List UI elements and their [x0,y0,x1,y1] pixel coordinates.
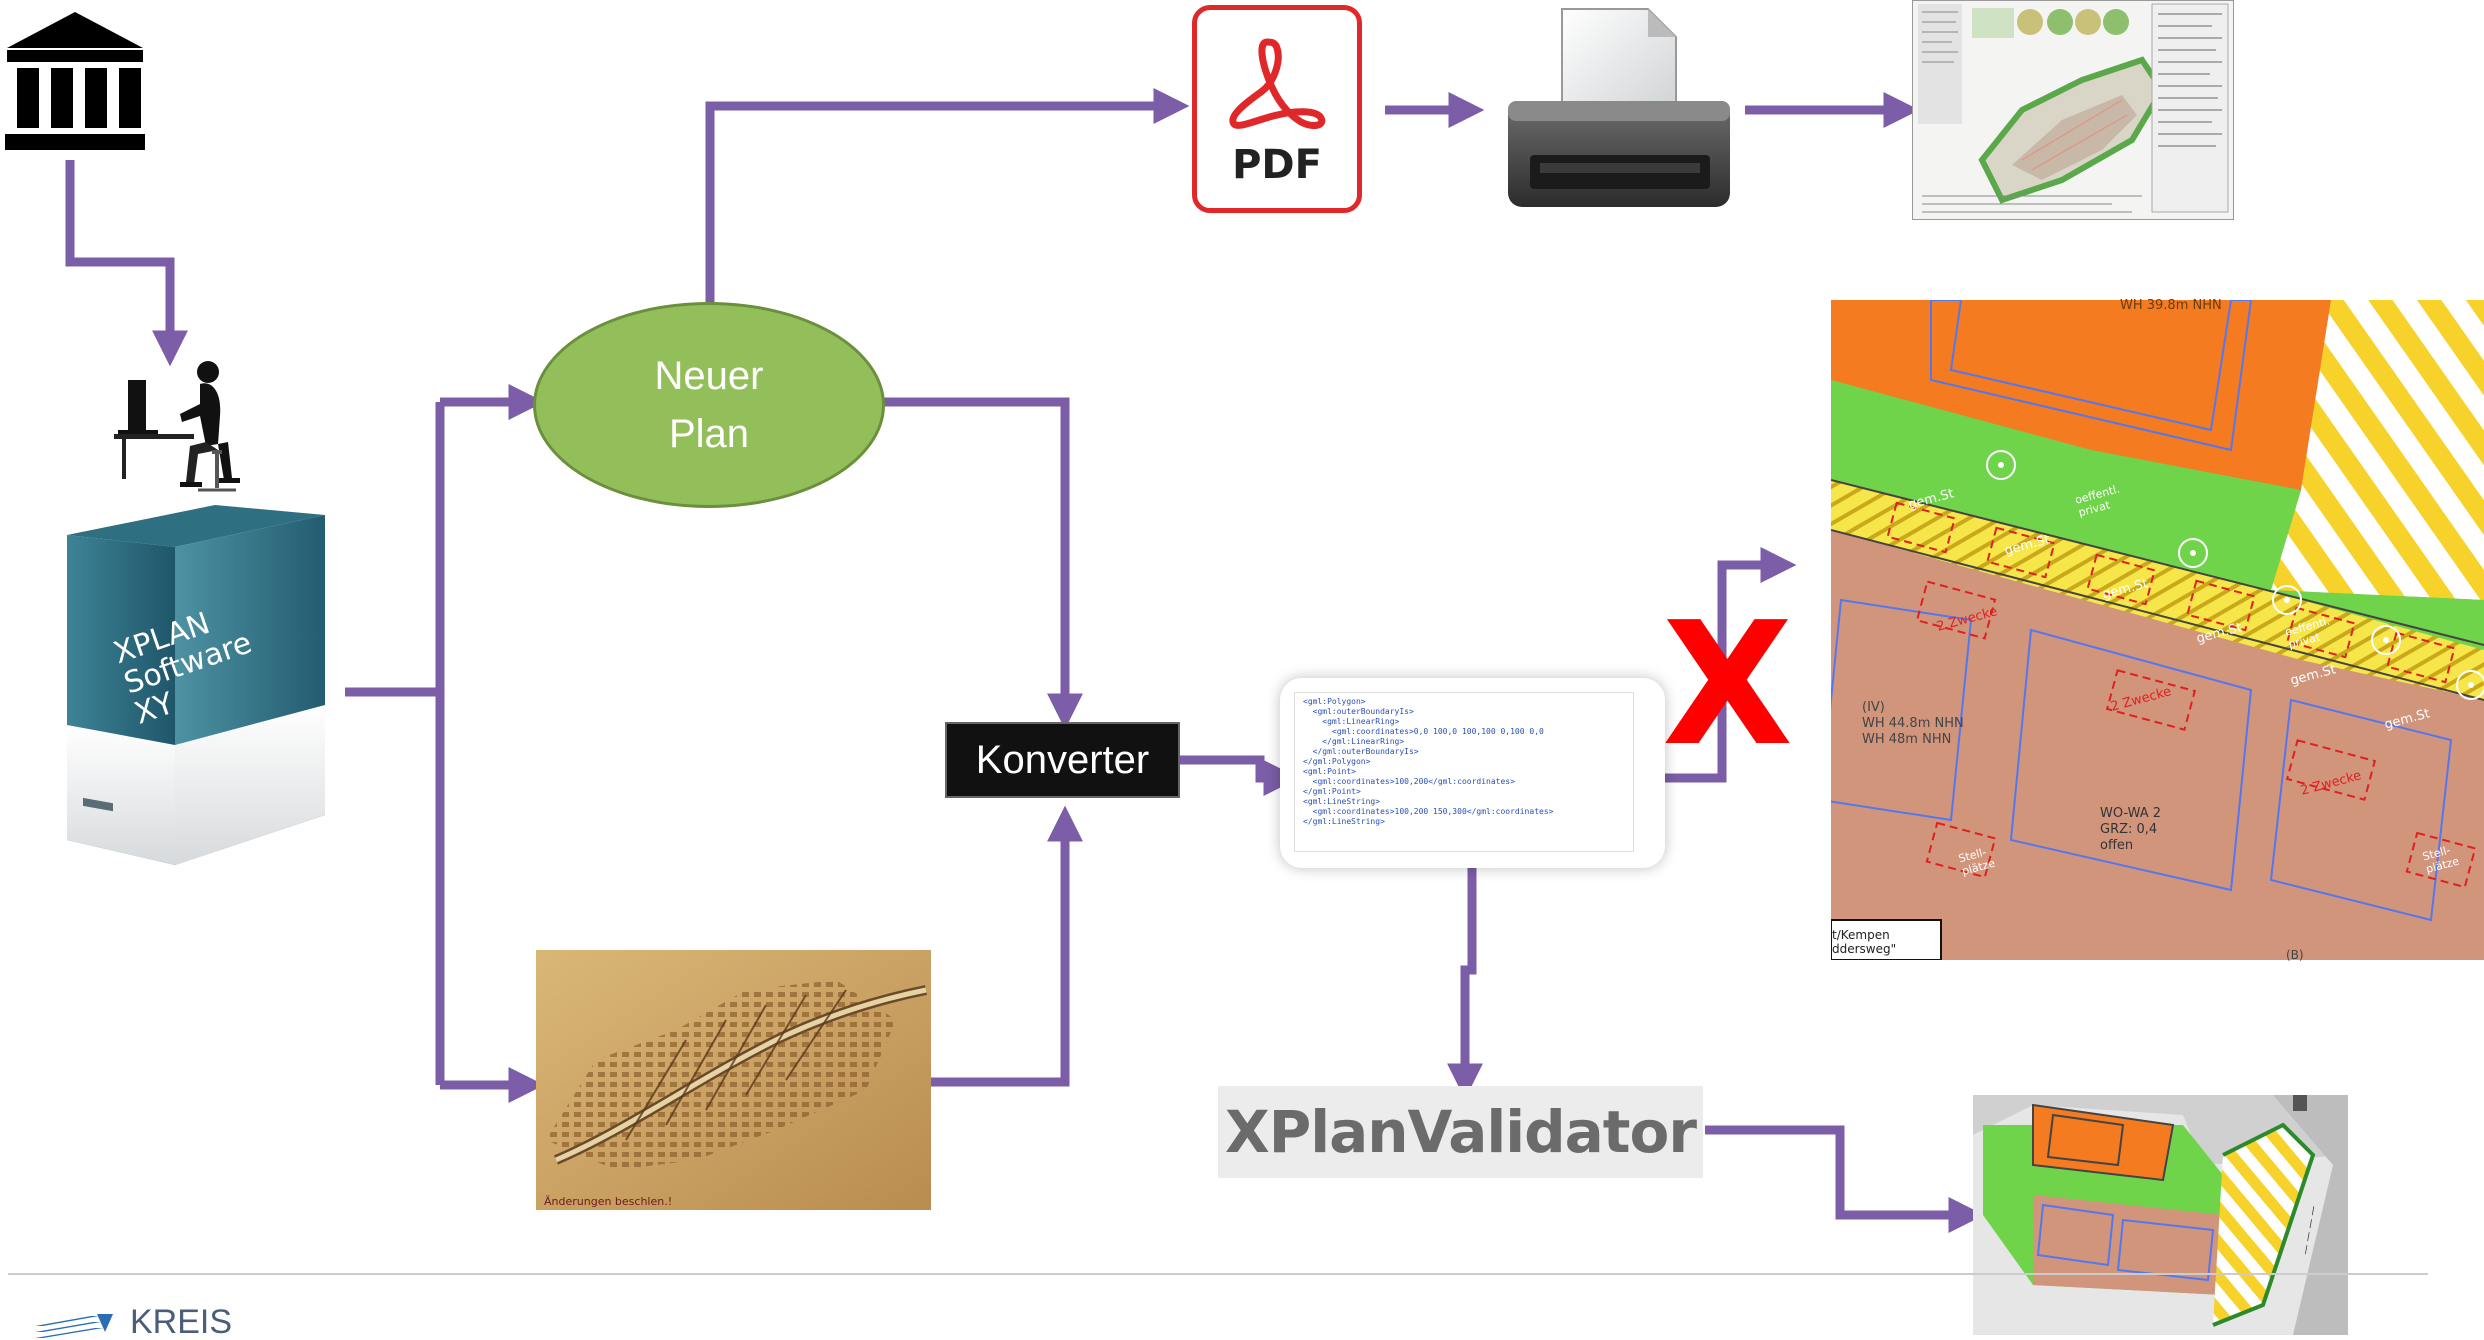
map-label-kempen: t/Kempen [1832,928,1890,942]
arrow-xml-to-map [1650,547,1797,783]
map-label-wh-top: WH 39.8m NHN [2120,298,2222,313]
xml-line: <gml:LineString> [1303,797,1381,806]
xml-line: <gml:LinearRing> [1303,717,1400,726]
software-box-icon [67,505,325,865]
xml-document-icon: <gml:Polygon> <gml:outerBoundaryIs> <gml… [1280,678,1665,868]
map-label-dersweg: ddersweg" [1832,942,1897,956]
kreis-logo-icon [35,1314,113,1338]
arrow-institution-to-user [65,160,188,367]
xml-line: <gml:outerBoundaryIs> [1303,707,1414,716]
historic-map-image: Änderungen beschlen.! [536,950,931,1210]
xplanvalidator-label: XPlanValidator [1225,1098,1697,1166]
map-label-wo: WO-WA 2 [2100,806,2162,821]
pdf-label: PDF [1232,142,1322,188]
arrow-validator-to-siteplan [1705,1125,1985,1233]
pdf-file-icon: PDF [1192,5,1362,213]
xml-line: </gml:Polygon> [1303,757,1371,766]
xml-line: </gml:Point> [1303,787,1361,796]
xml-line: <gml:coordinates>100,200</gml:coordinate… [1303,777,1515,786]
xml-line: <gml:Polygon> [1303,697,1366,706]
xml-line: </gml:outerBoundaryIs> [1303,747,1419,756]
footer-divider [8,1273,2428,1275]
xml-code-block: <gml:Polygon> <gml:outerBoundaryIs> <gml… [1294,692,1634,852]
arrow-plan-to-pdf [705,88,1190,308]
person-at-computer-icon [114,361,240,492]
neuer-plan-node[interactable]: Neuer Plan [533,302,885,508]
arrow-plan-to-konverter [882,397,1083,730]
map-label-offen: offen [2100,838,2134,853]
svg-text:Änderungen beschlen.!: Änderungen beschlen.! [544,1195,672,1208]
institution-icon [5,12,145,150]
acrobat-logo-icon [1229,38,1326,129]
printer-icon [1508,8,1730,207]
neuer-plan-label: Neuer Plan [654,354,764,456]
arrow-xml-to-validator [1447,850,1483,1100]
site-plan-thumbnail: — — — — [1973,1095,2348,1335]
arrow-oldmap-to-konverter [930,805,1083,1087]
xml-line: <gml:Point> [1303,767,1356,776]
map-label-bo: (B) [2286,948,2304,962]
arrow-konverter-to-xml [1180,755,1300,796]
xml-line: <gml:coordinates>0,0 100,0 100,100 0,100… [1303,727,1544,736]
xplanvalidator-node[interactable]: XPlanValidator [1218,1086,1703,1178]
plan-document-thumbnail [1912,0,2234,220]
konverter-label: Konverter [975,737,1150,782]
xml-line: </gml:LinearRing> [1303,737,1405,746]
footer-logo-text: KREIS [130,1305,233,1340]
map-label-grz: GRZ: 0,4 [2100,822,2158,837]
xml-line: </gml:LineString> [1303,817,1385,826]
zoning-map-image [1831,300,2484,960]
map-label-iv: (IV) [1862,700,1885,715]
xml-line: <gml:coordinates>100,200 150,300</gml:co… [1303,807,1554,816]
konverter-node[interactable]: Konverter [945,722,1180,798]
map-label-wh1: WH 44.8m NHN [1862,716,1964,731]
map-label-wh2: WH 48m NHN [1862,732,1952,747]
rejected-x-mark: X [1662,586,1794,784]
